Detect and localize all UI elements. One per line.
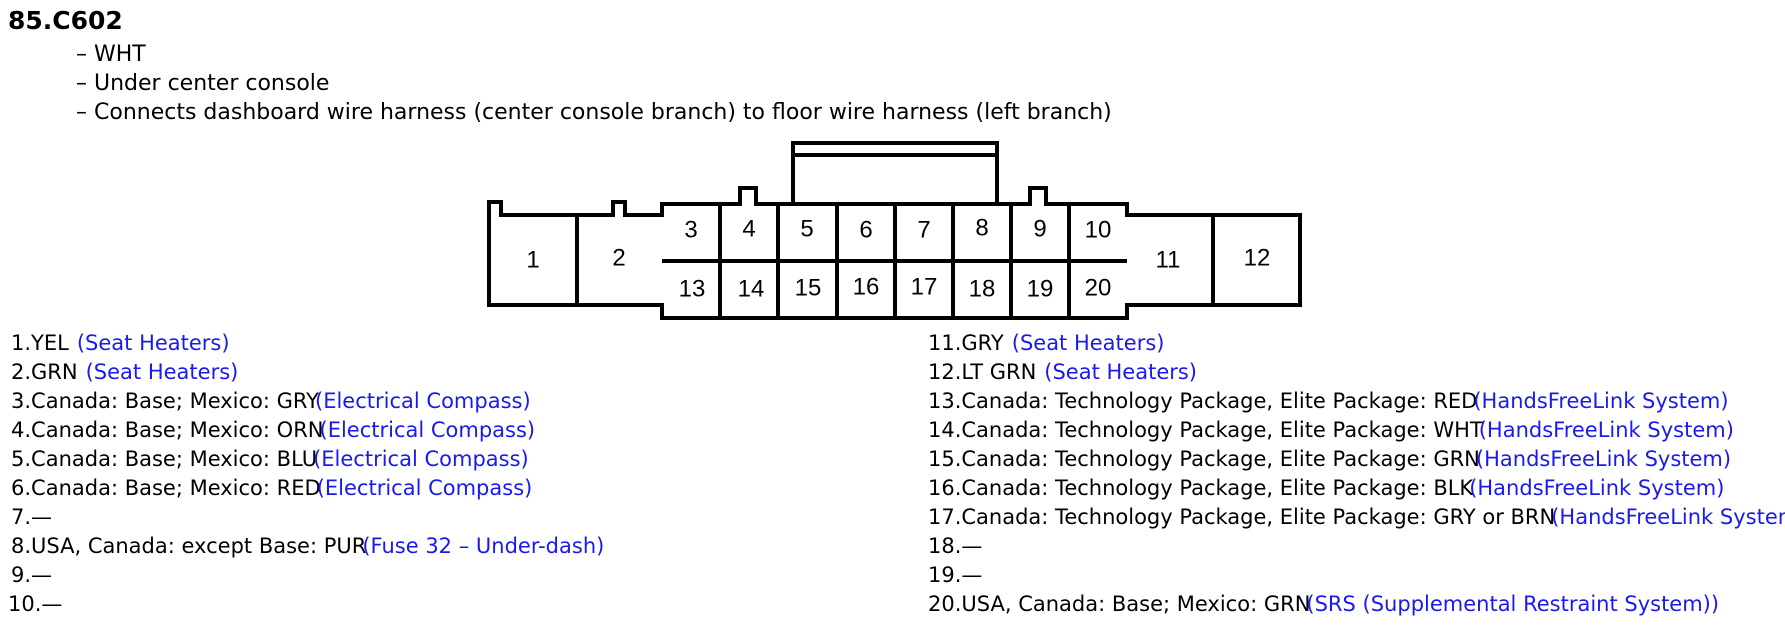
pin-label-17: 17 [911, 274, 938, 301]
pin-row-7: 7.— [11, 503, 604, 532]
pin-link-3[interactable]: (Electrical Compass) [315, 389, 531, 413]
pin-row-11: 11.GRY (Seat Heaters) [928, 329, 1785, 358]
pin-desc-15: 15.Canada: Technology Package, Elite Pac… [928, 447, 1480, 471]
pin-label-10: 10 [1085, 217, 1112, 244]
pin-link-2[interactable]: (Seat Heaters) [85, 360, 239, 384]
pin-row-15: 15.Canada: Technology Package, Elite Pac… [928, 445, 1785, 474]
pin-desc-17: 17.Canada: Technology Package, Elite Pac… [928, 505, 1556, 529]
pin-row-9: 9.— [11, 561, 604, 590]
connector-color: WHT [76, 40, 1112, 69]
pin-row-1: 1.YEL (Seat Heaters) [11, 329, 604, 358]
pin-desc-19: 19.— [928, 563, 983, 587]
connector-title: 85.C602 [8, 6, 123, 35]
connector-body [487, 186, 1302, 320]
pin-desc-11: 11.GRY [928, 331, 1004, 355]
pin-desc-16: 16.Canada: Technology Package, Elite Pac… [928, 476, 1474, 500]
pin-label-3: 3 [684, 217, 697, 244]
pin-row-3: 3.Canada: Base; Mexico: GRY(Electrical C… [11, 387, 604, 416]
pin-list-right: 11.GRY (Seat Heaters) 12.LT GRN (Seat Heat… [928, 329, 1785, 619]
pin-row-6: 6.Canada: Base; Mexico: RED(Electrical C… [11, 474, 604, 503]
pin-label-1: 1 [526, 247, 539, 274]
pin-label-7: 7 [917, 217, 930, 244]
pin-desc-14: 14.Canada: Technology Package, Elite Pac… [928, 418, 1483, 442]
pin-row-8: 8.USA, Canada: except Base: PUR(Fuse 32 … [11, 532, 604, 561]
pin-label-18: 18 [969, 276, 996, 303]
pin-desc-10: 10.— [8, 592, 63, 616]
pin-row-16: 16.Canada: Technology Package, Elite Pac… [928, 474, 1785, 503]
pin-label-16: 16 [853, 274, 880, 301]
pin-label-14: 14 [738, 276, 765, 303]
pin-desc-5: 5.Canada: Base; Mexico: BLU [11, 447, 318, 471]
pin-link-20[interactable]: (SRS (Supplemental Restraint System)) [1306, 592, 1720, 616]
pin-label-9: 9 [1033, 216, 1046, 243]
pin-label-13: 13 [679, 276, 706, 303]
pin-list-left: 1.YEL(Seat Heaters) 2.GRN(Seat Heaters) … [8, 329, 604, 619]
pin-link-1[interactable]: (Seat Heaters) [76, 331, 230, 355]
pin-label-8: 8 [975, 215, 988, 242]
pin-desc-20: 20.USA, Canada: Base; Mexico: GRN [928, 592, 1311, 616]
pin-row-10: 10.— [8, 590, 604, 619]
pin-row-4: 4.Canada: Base; Mexico: ORN(Electrical C… [11, 416, 604, 445]
pin-row-14: 14.Canada: Technology Package, Elite Pac… [928, 416, 1785, 445]
pin-row-13: 13.Canada: Technology Package, Elite Pac… [928, 387, 1785, 416]
pin-desc-6: 6.Canada: Base; Mexico: RED [11, 476, 321, 500]
pin-row-20: 20.USA, Canada: Base; Mexico: GRN(SRS (S… [928, 590, 1785, 619]
connector-details: WHT Under center console Connects dashbo… [76, 40, 1112, 127]
pin-label-12: 12 [1244, 245, 1271, 272]
pin-label-2: 2 [612, 245, 625, 272]
pin-link-11[interactable]: (Seat Heaters) [1011, 331, 1165, 355]
pin-row-19: 19.— [928, 561, 1785, 590]
pin-label-6: 6 [859, 217, 872, 244]
pin-desc-12: 12.LT GRN [928, 360, 1037, 384]
pin-desc-8: 8.USA, Canada: except Base: PUR [11, 534, 367, 558]
pin-row-18: 18.— [928, 532, 1785, 561]
connector-latch [791, 141, 999, 204]
pin-desc-1: 1.YEL [11, 331, 69, 355]
pin-link-4[interactable]: (Electrical Compass) [319, 418, 536, 442]
pin-link-14[interactable]: (HandsFreeLink System) [1478, 418, 1734, 442]
pin-desc-3: 3.Canada: Base; Mexico: GRY [11, 389, 320, 413]
pin-label-19: 19 [1027, 276, 1054, 303]
pin-link-8[interactable]: (Fuse 32 – Under-dash) [362, 534, 605, 558]
pin-link-16[interactable]: (HandsFreeLink System) [1469, 476, 1725, 500]
pin-row-5: 5.Canada: Base; Mexico: BLU(Electrical C… [11, 445, 604, 474]
pin-link-6[interactable]: (Electrical Compass) [316, 476, 533, 500]
pin-row-2: 2.GRN (Seat Heaters) [11, 358, 604, 387]
pin-row-17: 17.Canada: Technology Package, Elite Pac… [928, 503, 1785, 532]
pin-label-5: 5 [800, 216, 813, 243]
pin-desc-9: 9.— [11, 563, 53, 587]
pin-link-12[interactable]: (Seat Heaters) [1044, 360, 1198, 384]
pin-desc-18: 18.— [928, 534, 983, 558]
pin-link-13[interactable]: (HandsFreeLink System) [1473, 389, 1729, 413]
pin-desc-2: 2.GRN [11, 360, 78, 384]
pin-label-15: 15 [795, 275, 822, 302]
pin-label-20: 20 [1085, 275, 1112, 302]
pin-link-5[interactable]: (Electrical Compass) [313, 447, 529, 471]
pin-link-17[interactable]: (HandsFreeLink System) [1551, 505, 1785, 529]
pin-row-12: 12.LT GRN (Seat Heaters) [928, 358, 1785, 387]
pin-link-15[interactable]: (HandsFreeLink System) [1475, 447, 1732, 471]
pin-label-4: 4 [742, 216, 755, 243]
pin-label-11: 11 [1156, 247, 1181, 274]
connector-location: Under center console [76, 69, 1112, 98]
connector-connection: Connects dashboard wire harness (center … [76, 98, 1112, 127]
pin-desc-4: 4.Canada: Base; Mexico: ORN [11, 418, 324, 442]
pin-desc-13: 13.Canada: Technology Package, Elite Pac… [928, 389, 1478, 413]
pin-desc-7: 7.— [11, 505, 53, 529]
